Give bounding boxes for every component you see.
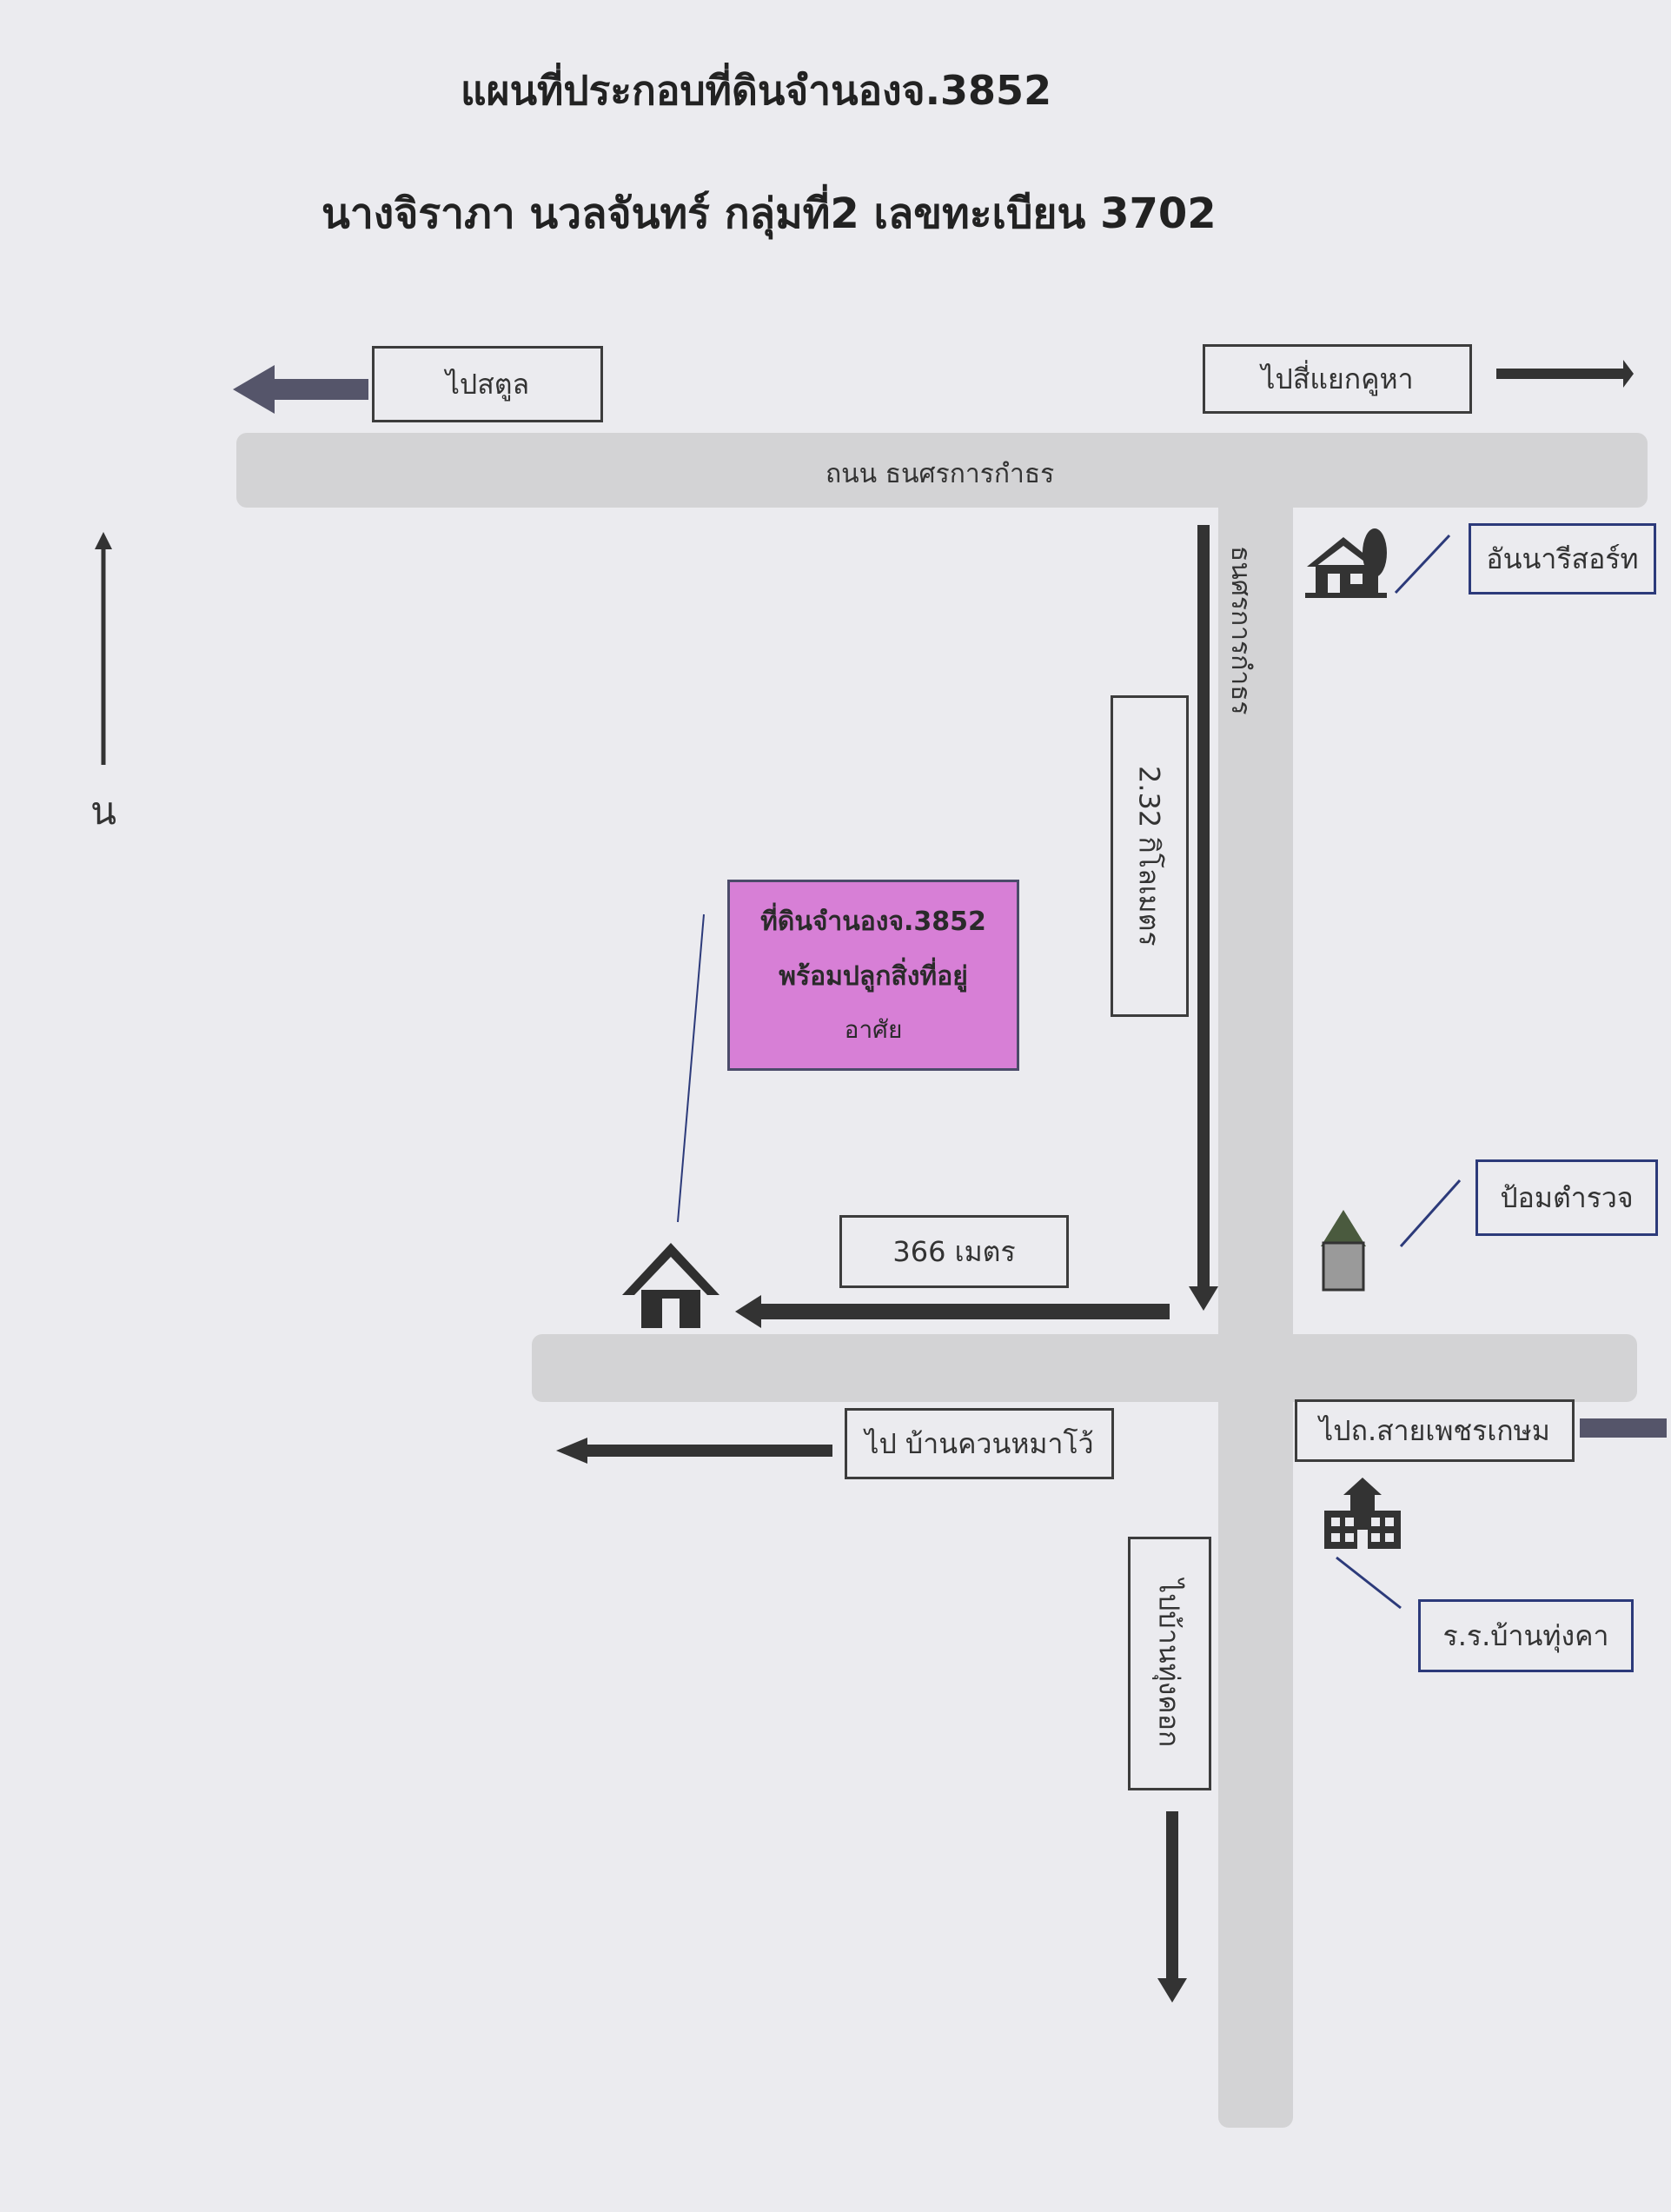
resort-label-box: อันนารีสอร์ท — [1469, 523, 1656, 595]
main-road — [236, 433, 1648, 508]
arrow-to-thung-khok — [1157, 1811, 1187, 2003]
side-road-vertical — [1218, 508, 1293, 2128]
police-leader-line — [1399, 1179, 1462, 1248]
to-thung-khok-box: ไปบ้านทุ่งคอก — [1128, 1537, 1211, 1790]
to-satun-box: ไปสตูล — [372, 346, 603, 422]
to-khuha-box: ไปสี่แยกคูหา — [1203, 344, 1472, 414]
north-label: น — [90, 789, 117, 834]
main-road-label: ถนน ธนศรการกำธร — [826, 459, 1055, 489]
arrow-to-phetkasem — [1580, 1418, 1667, 1438]
parcel-box: ที่ดินจำนองจ.3852 พร้อมปลูกสิ่งที่อยู่ อ… — [727, 880, 1019, 1071]
arrow-to-house — [735, 1295, 1170, 1328]
arrow-to-khuha — [1496, 360, 1634, 388]
to-phetkasem-box: ไปถ.สายเพชรเกษม — [1295, 1399, 1575, 1462]
parcel-leader-line — [677, 913, 705, 1223]
school-leader-line — [1336, 1556, 1402, 1610]
distance-vertical-box: 2.32 กิโลเมตร — [1111, 695, 1189, 1017]
map-subtitle: นางจิราภา นวลจันทร์ กลุ่มที่2 เลขทะเบียน… — [322, 189, 1217, 238]
to-khuan-mao-box: ไป บ้านควนหมาโว้ — [845, 1408, 1114, 1479]
parcel-line-2: พร้อมปลูกสิ่งที่อยู่ — [779, 961, 968, 992]
school-icon — [1324, 1478, 1401, 1549]
resort-leader-line — [1394, 534, 1451, 595]
parcel-line-1: ที่ดินจำนองจ.3852 — [760, 907, 986, 937]
distance-horizontal-box: 366 เมตร — [839, 1215, 1069, 1288]
arrow-to-satun — [233, 365, 368, 414]
lower-road — [532, 1334, 1637, 1402]
arrow-down-side-road — [1189, 525, 1218, 1311]
north-arrow-icon — [95, 532, 112, 765]
parcel-line-3: อาศัย — [844, 1015, 903, 1044]
arrow-to-khuan-mao — [556, 1438, 832, 1464]
house-icon — [622, 1243, 719, 1328]
side-road-label: ธนศรการกำธร — [1225, 546, 1256, 715]
police-box-label-box: ป้อมตำรวจ — [1475, 1159, 1658, 1236]
school-label-box: ร.ร.บ้านทุ่งคา — [1418, 1599, 1634, 1672]
map-title: แผนที่ประกอบที่ดินจำนองจ.3852 — [461, 67, 1052, 114]
police-box-icon — [1321, 1210, 1366, 1292]
house-tree-icon — [1305, 528, 1387, 598]
